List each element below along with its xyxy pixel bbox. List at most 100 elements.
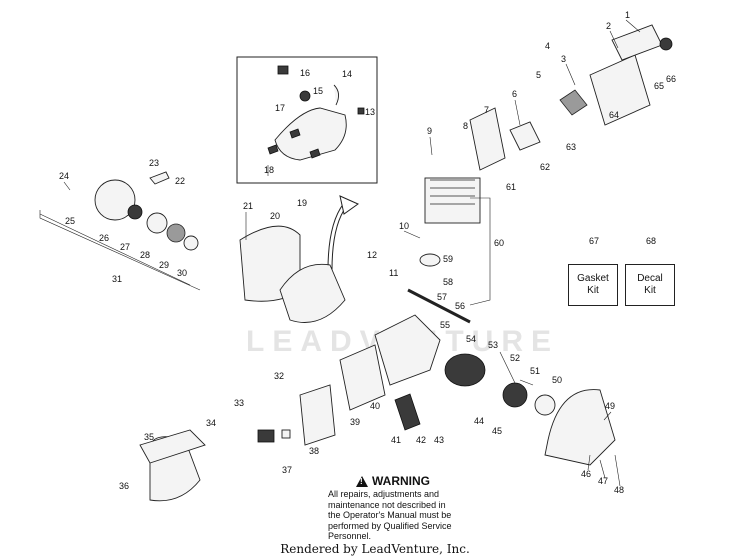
ignition-cover xyxy=(299,384,336,446)
part-number-48: 48 xyxy=(614,485,624,495)
part-number-49: 49 xyxy=(605,401,615,411)
part-number-39: 39 xyxy=(350,417,360,427)
crankcase xyxy=(374,314,441,386)
starter-washer xyxy=(183,235,199,251)
kit-number-gasket: 67 xyxy=(589,236,600,246)
part-number-51: 51 xyxy=(530,366,540,376)
fuel-cap xyxy=(299,90,311,102)
carburetor xyxy=(559,89,588,116)
part-number-4: 4 xyxy=(545,41,550,51)
part-number-19: 19 xyxy=(297,198,307,208)
part-number-25: 25 xyxy=(65,216,75,226)
part-number-2: 2 xyxy=(606,21,611,31)
part-number-57: 57 xyxy=(437,292,447,302)
part-number-50: 50 xyxy=(552,375,562,385)
engine-cover xyxy=(239,225,301,302)
part-number-30: 30 xyxy=(177,268,187,278)
warning-triangle-icon xyxy=(356,476,368,488)
piston xyxy=(419,253,441,267)
part-number-46: 46 xyxy=(581,469,591,479)
part-number-42: 42 xyxy=(416,435,426,445)
part-number-18: 18 xyxy=(264,165,274,175)
starter-spring xyxy=(146,212,168,234)
ignition-module xyxy=(394,393,421,431)
part-number-36: 36 xyxy=(119,481,129,491)
decal-small xyxy=(281,429,291,439)
part-number-53: 53 xyxy=(488,340,498,350)
part-number-34: 34 xyxy=(206,418,216,428)
filter-knob xyxy=(659,37,673,51)
tank-mounts xyxy=(267,128,321,159)
starter-housing xyxy=(94,179,136,221)
part-number-31: 31 xyxy=(112,274,122,284)
muffler-guard xyxy=(139,429,206,464)
part-number-45: 45 xyxy=(492,426,502,436)
part-number-22: 22 xyxy=(175,176,185,186)
cylinder-gasket xyxy=(469,107,506,171)
part-number-15: 15 xyxy=(313,86,323,96)
part-number-38: 38 xyxy=(309,446,319,456)
part-number-9: 9 xyxy=(427,126,432,136)
inset-box xyxy=(236,56,378,184)
gasket-kit-box: Gasket Kit xyxy=(568,264,618,306)
part-number-52: 52 xyxy=(510,353,520,363)
warning-notice: WARNING All repairs, adjustments and mai… xyxy=(328,476,458,542)
part-number-63: 63 xyxy=(566,142,576,152)
part-number-61: 61 xyxy=(506,182,516,192)
fuel-filter xyxy=(277,65,289,75)
part-number-32: 32 xyxy=(274,371,284,381)
part-number-17: 17 xyxy=(275,103,285,113)
part-number-28: 28 xyxy=(140,250,150,260)
part-number-labels: 1 2 3 4 5 6 7 8 9 10 11 12 13 14 15 16 1… xyxy=(59,10,676,495)
crankshaft xyxy=(407,288,471,324)
part-number-60: 60 xyxy=(494,238,504,248)
part-number-54: 54 xyxy=(466,334,476,344)
fuel-grommet xyxy=(357,107,365,115)
part-number-35: 35 xyxy=(144,432,154,442)
fuel-line xyxy=(333,84,339,106)
warning-title-row: WARNING xyxy=(328,474,458,489)
decal-plate xyxy=(257,429,275,443)
starter-handle xyxy=(149,171,170,185)
part-number-16: 16 xyxy=(300,68,310,78)
part-number-8: 8 xyxy=(463,121,468,131)
warning-title: WARNING xyxy=(372,474,430,489)
part-number-65: 65 xyxy=(654,81,664,91)
starter-pawl xyxy=(166,223,186,243)
clutch-housing xyxy=(544,389,616,466)
part-number-10: 10 xyxy=(399,221,409,231)
part-number-13: 13 xyxy=(365,107,375,117)
part-number-27: 27 xyxy=(120,242,130,252)
part-number-66: 66 xyxy=(666,74,676,84)
flywheel xyxy=(444,353,486,387)
part-number-29: 29 xyxy=(159,260,169,270)
part-number-64: 64 xyxy=(609,110,619,120)
part-number-6: 6 xyxy=(512,89,517,99)
part-number-14: 14 xyxy=(342,69,352,79)
clutch xyxy=(502,382,528,408)
part-number-56: 56 xyxy=(455,301,465,311)
part-number-37: 37 xyxy=(282,465,292,475)
fuel-tank xyxy=(274,107,347,161)
muffler-cover xyxy=(339,344,386,411)
part-number-40: 40 xyxy=(370,401,380,411)
decal-kit-box: Decal Kit xyxy=(625,264,675,306)
part-number-55: 55 xyxy=(440,320,450,330)
kit-number-decal: 68 xyxy=(646,236,657,246)
part-number-44: 44 xyxy=(474,416,484,426)
clutch-drum xyxy=(534,394,556,416)
part-number-20: 20 xyxy=(270,211,280,221)
part-number-12: 12 xyxy=(367,250,377,260)
part-number-62: 62 xyxy=(540,162,550,172)
decal-kit-label: Decal Kit xyxy=(637,273,663,296)
warning-body: All repairs, adjustments and maintenance… xyxy=(328,489,452,541)
part-number-5: 5 xyxy=(536,70,541,80)
cylinder xyxy=(424,177,481,224)
air-filter-cover xyxy=(589,54,651,126)
part-number-43: 43 xyxy=(434,435,444,445)
part-number-26: 26 xyxy=(99,233,109,243)
part-number-41: 41 xyxy=(391,435,401,445)
air-filter xyxy=(611,24,663,61)
part-number-23: 23 xyxy=(149,158,159,168)
